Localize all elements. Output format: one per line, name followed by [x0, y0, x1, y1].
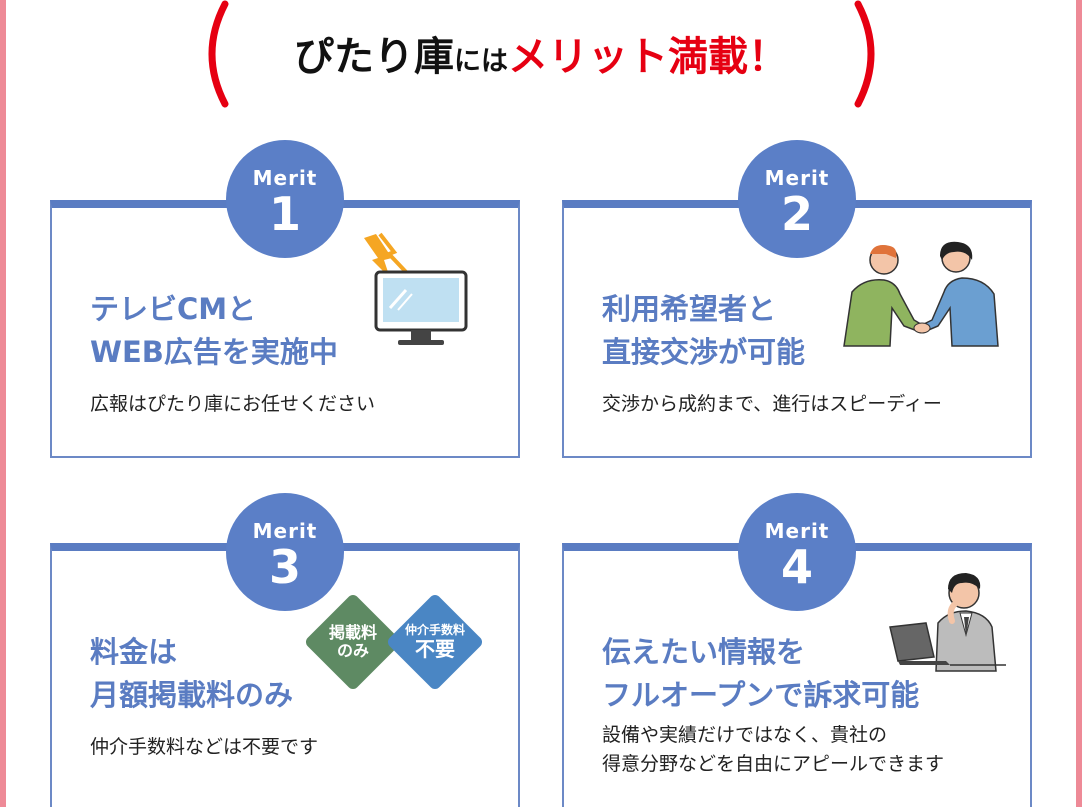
badge-number: 2 — [780, 187, 813, 241]
merit-desc: 設備や実績だけではなく、貴社の 得意分野などを自由にアピールできます — [602, 724, 945, 775]
fee-diamond-listing-only: 掲載料 のみ — [303, 592, 403, 692]
left-paren-icon — [208, 0, 229, 108]
diamond-text: 仲介手数料 不要 — [392, 599, 478, 685]
heading-highlight: メリット満載！ — [508, 34, 788, 80]
merit-title: 料金は 月額掲載料のみ — [90, 635, 294, 712]
merit-desc: 仲介手数料などは不要です — [90, 736, 319, 758]
diamond-line2: 不要 — [415, 636, 455, 661]
right-pink-border — [1076, 0, 1082, 807]
heading-particle: には — [454, 46, 508, 77]
tv-monitor-icon — [364, 232, 468, 345]
merit-title: テレビCMと WEB広告を実施中 — [90, 292, 338, 369]
merit-title: 利用希望者と 直接交渉が可能 — [602, 292, 806, 369]
right-paren-icon — [854, 0, 875, 108]
merit-desc: 交渉から成約まで、進行はスピーディー — [602, 393, 942, 415]
merit-desc: 広報はぴたり庫にお任せください — [90, 393, 376, 415]
merit-badge-2: Merit 2 — [738, 140, 856, 258]
businessman-laptop-icon — [889, 573, 1006, 672]
handshake-icon — [843, 241, 999, 347]
badge-label: Merit — [252, 166, 318, 190]
badge-number: 1 — [268, 187, 301, 241]
badge-label: Merit — [764, 519, 830, 543]
merit-badge-4: Merit 4 — [738, 493, 856, 611]
diamond-line1: 掲載料 — [328, 623, 377, 643]
page-heading: ぴたり庫にはメリット満載！ — [230, 24, 852, 82]
merit-title: 伝えたい情報を フルオープンで訴求可能 — [602, 635, 920, 712]
left-pink-border — [0, 0, 6, 807]
fee-diamond-no-commission: 仲介手数料 不要 — [385, 592, 485, 692]
merit-badge-3: Merit 3 — [226, 493, 344, 611]
heading-brand: ぴたり庫 — [294, 34, 454, 80]
badge-number: 4 — [780, 540, 813, 594]
diamond-line2: のみ — [336, 641, 369, 660]
badge-label: Merit — [764, 166, 830, 190]
merit-badge-1: Merit 1 — [226, 140, 344, 258]
badge-number: 3 — [268, 540, 301, 594]
diamond-line1: 仲介手数料 — [404, 623, 465, 638]
diamond-text: 掲載料 のみ — [310, 599, 396, 685]
badge-label: Merit — [252, 519, 318, 543]
